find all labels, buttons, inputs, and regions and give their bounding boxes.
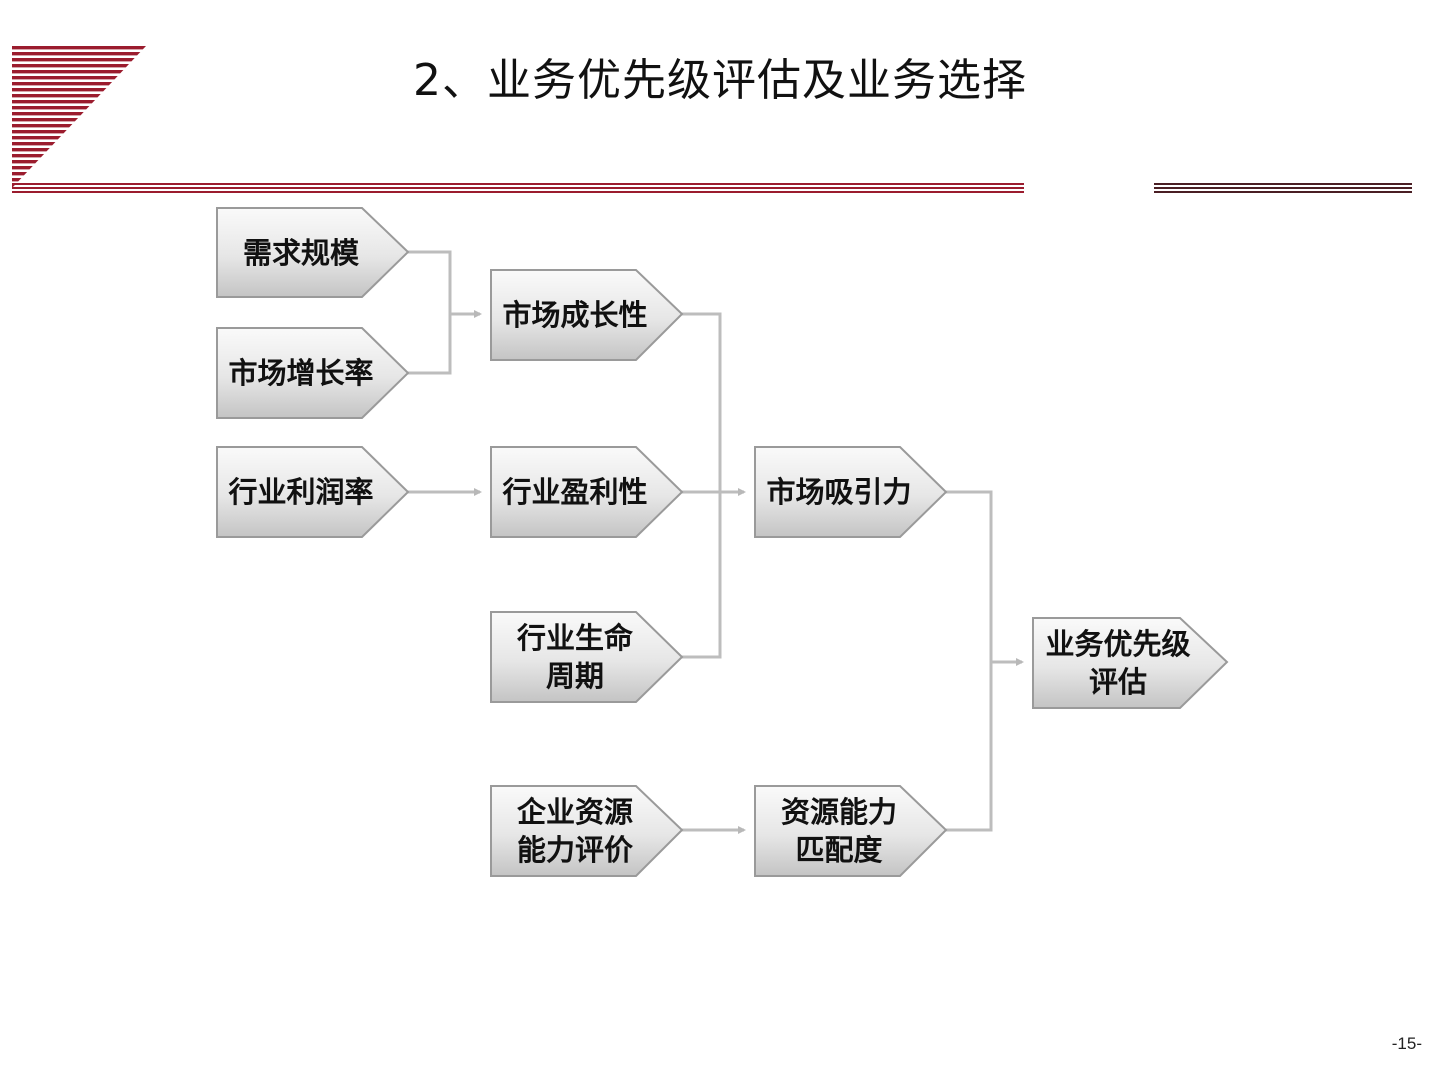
- node-demand-scale: 需求规模: [242, 235, 359, 270]
- page-number: -15-: [1391, 1034, 1422, 1053]
- title-underline-short: [1154, 183, 1412, 193]
- node-shape-industry-life-cycle: [490, 611, 684, 703]
- node-shape-market-growth: [490, 269, 684, 361]
- node-shape-resource-capability-match: [754, 785, 948, 877]
- node-shape-enterprise-resource-eval: [490, 785, 684, 877]
- connector-growthrate-to-growth: [408, 314, 452, 375]
- node-shape-business-priority-eval: [1032, 617, 1229, 709]
- connector-growth-to-attractiveness: [682, 312, 722, 492]
- page-title: 2、业务优先级评估及业务选择: [413, 55, 1027, 106]
- node-shape-market-growth-rate: [216, 327, 410, 419]
- connector-attractiveness-to-priority: [946, 490, 1024, 666]
- node-enterprise-resource-eval: 企业资源 能力评价: [516, 795, 633, 867]
- node-market-attractiveness: 市场吸引力: [766, 475, 912, 509]
- node-shape-industry-profitability: [490, 446, 684, 538]
- node-shape-market-attractiveness: [754, 446, 948, 538]
- node-industry-life-cycle: 行业生命 周期: [516, 621, 633, 693]
- node-market-growth-rate: 市场增长率: [228, 356, 374, 390]
- node-shape-demand-scale: [216, 207, 410, 298]
- connector-demand-to-growth: [408, 250, 482, 318]
- connector-match-to-priority: [946, 662, 993, 832]
- node-industry-profitability: 行业盈利性: [502, 475, 648, 509]
- connector-lifecycle-to-attractiveness: [682, 492, 722, 659]
- node-market-growth: 市场成长性: [502, 298, 648, 332]
- node-shape-industry-profit-rate: [216, 446, 410, 538]
- striped-triangle-logo: [12, 46, 146, 188]
- connector-lines: [408, 250, 1024, 834]
- node-resource-capability-match: 资源能力 匹配度: [780, 795, 897, 867]
- title-underline-long: [12, 183, 1024, 193]
- node-industry-profit-rate: 行业利润率: [228, 475, 374, 509]
- node-business-priority-eval: 业务优先级 评估: [1045, 627, 1191, 699]
